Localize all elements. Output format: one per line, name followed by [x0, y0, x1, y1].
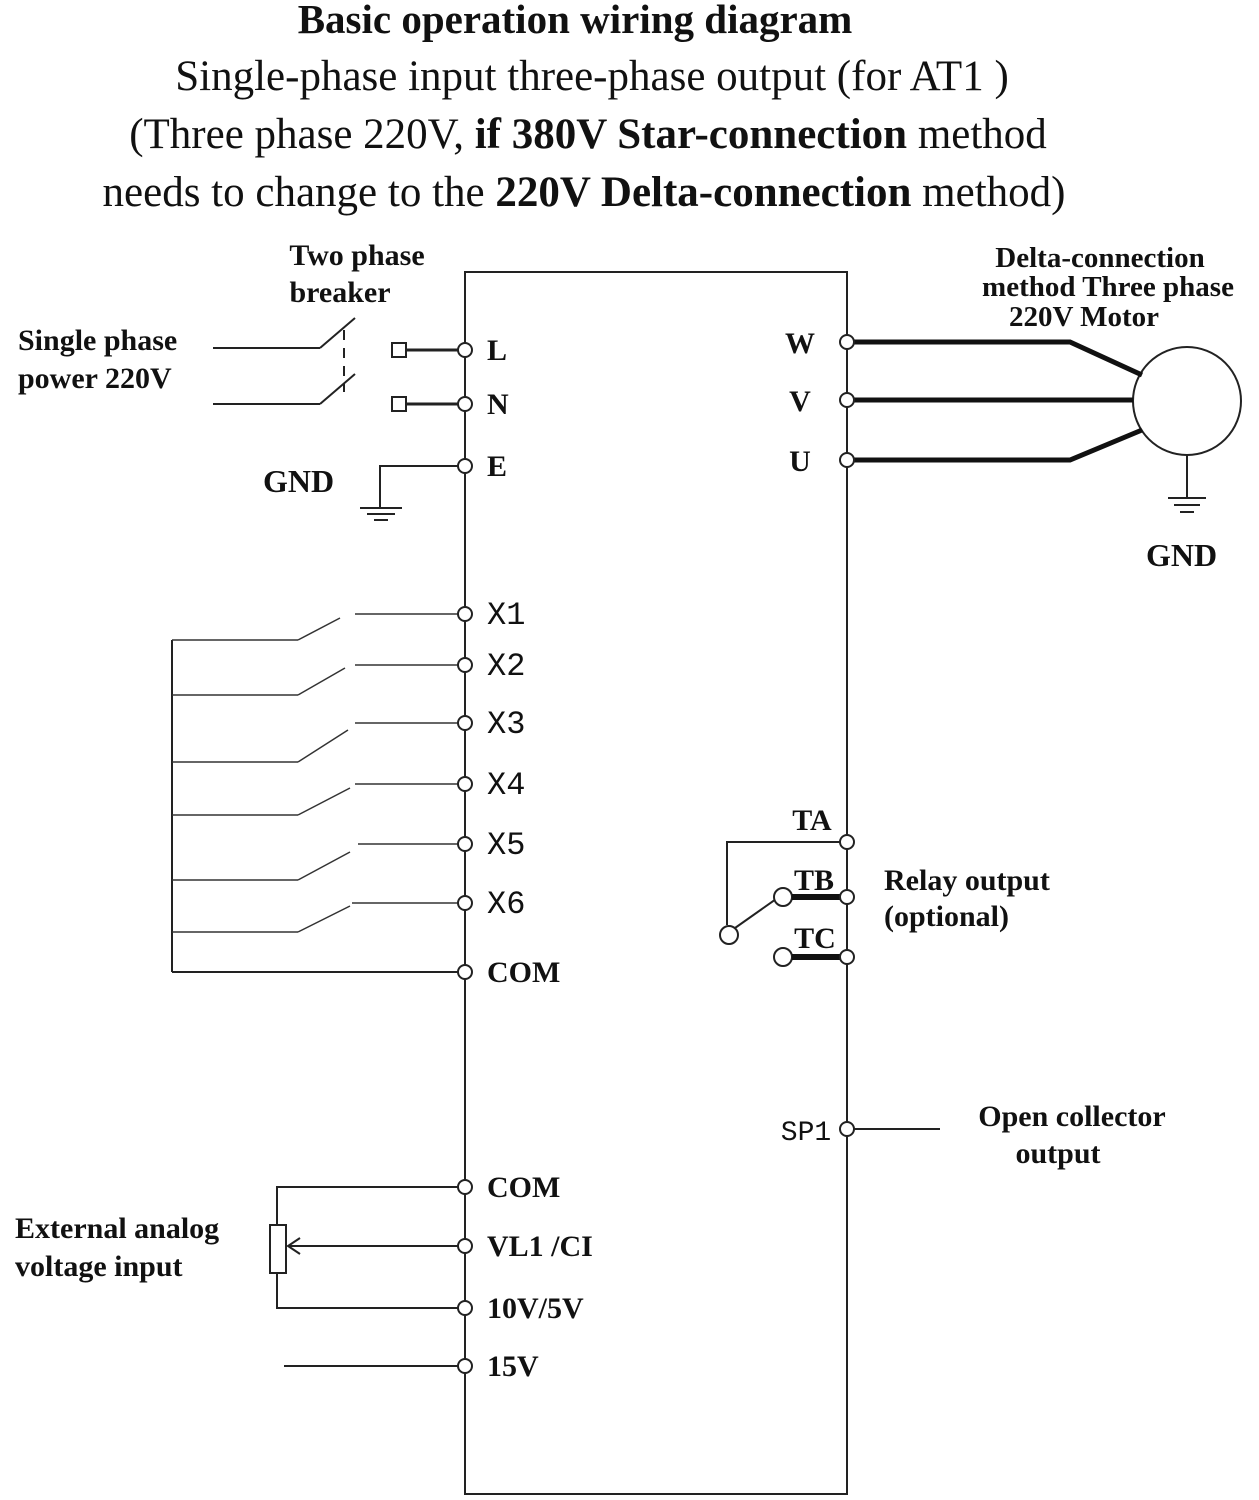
terminal-label-v: V [789, 385, 811, 418]
terminal-label-15v: 15V [487, 1350, 539, 1383]
terminal-label-tb: TB [794, 864, 834, 897]
terminal-label-x4: X4 [487, 767, 525, 804]
terminal-label-w: W [785, 327, 815, 360]
terminal-node-x3 [457, 715, 473, 731]
note-2c: method) [911, 169, 1066, 216]
breaker-label-2: breaker [289, 276, 390, 309]
terminal-label-n: N [487, 388, 509, 421]
analog-label-1: External analog [15, 1212, 219, 1245]
potentiometer-symbol [269, 1186, 459, 1309]
terminal-node-x2 [457, 657, 473, 673]
terminal-label-tc: TC [794, 922, 836, 955]
note-1b: if 380V Star-connection [474, 111, 908, 158]
terminal-label-e: E [487, 450, 507, 483]
diagram-note-line-1: (Three phase 220V, if 380V Star-connecti… [0, 108, 1176, 162]
terminal-node-x6 [457, 895, 473, 911]
note-1c: method [907, 111, 1047, 158]
terminal-label-x1: X1 [487, 597, 525, 634]
motor-label-2: method Three phase [982, 271, 1234, 303]
breaker-symbol [213, 317, 459, 412]
relay-label-2: (optional) [884, 900, 1009, 933]
input-switch-bank [171, 613, 459, 973]
terminal-label-sp1: SP1 [781, 1118, 831, 1149]
terminal-node-vl1-ci [457, 1238, 473, 1254]
oc-label-2: output [1015, 1137, 1100, 1170]
motor-label-3: 220V Motor [1009, 301, 1159, 333]
terminal-label-u: U [789, 445, 811, 478]
power-label-1: Single phase [18, 324, 177, 357]
motor-symbol [853, 339, 1242, 513]
terminal-node-x1 [457, 606, 473, 622]
terminal-node-v [839, 392, 855, 408]
terminal-label-l: L [487, 334, 507, 367]
terminal-label-x2: X2 [487, 648, 525, 685]
terminal-node-w [839, 334, 855, 350]
breaker-label-1: Two phase [289, 239, 424, 272]
gnd-label-left: GND [263, 463, 334, 499]
terminal-node-15v [457, 1358, 473, 1374]
ground-symbol-left [360, 465, 459, 521]
oc-label-1: Open collector [978, 1100, 1165, 1133]
terminal-label-x5: X5 [487, 827, 525, 864]
note-2a: needs to change to the [102, 169, 496, 216]
terminal-node-n [457, 396, 473, 412]
diagram-title: Basic operation wiring diagram [297, 0, 853, 42]
terminal-node-ta [839, 834, 855, 850]
terminal-node-tc [839, 949, 855, 965]
terminal-label-vl1-ci: VL1 /CI [487, 1230, 593, 1263]
motor-label-1: Delta-connection [995, 242, 1204, 274]
terminal-node-com [457, 1179, 473, 1195]
terminal-label-x6: X6 [487, 886, 525, 923]
gnd-label-right: GND [1146, 537, 1217, 573]
note-2b: 220V Delta-connection [495, 169, 912, 216]
terminal-node-10v-5v [457, 1300, 473, 1316]
terminal-node-tb [839, 889, 855, 905]
terminal-label-ta: TA [792, 804, 832, 837]
diagram-note-line-2: needs to change to the 220V Delta-connec… [0, 166, 1168, 220]
terminal-label-com: COM [487, 1171, 560, 1204]
terminal-node-sp1 [839, 1121, 855, 1137]
terminal-label-10v-5v: 10V/5V [487, 1292, 584, 1325]
right-terminal-block: WVU TA TB TC SP1 [781, 327, 855, 1149]
terminal-node-e [457, 458, 473, 474]
terminal-node-u [839, 452, 855, 468]
note-1a: (Three phase 220V, [129, 111, 475, 158]
relay-label-1: Relay output [884, 864, 1050, 897]
relay-symbol [719, 841, 847, 967]
terminal-node-x5 [457, 836, 473, 852]
terminal-node-com [457, 964, 473, 980]
terminal-node-l [457, 342, 473, 358]
terminal-label-com: COM [487, 956, 560, 989]
analog-label-2: voltage input [15, 1250, 183, 1283]
diagram-subtitle: Single-phase input three-phase output (f… [175, 53, 1009, 100]
inverter-body [464, 271, 848, 1495]
power-label-2: power 220V [18, 362, 172, 395]
terminal-label-x3: X3 [487, 706, 525, 743]
terminal-node-x4 [457, 776, 473, 792]
